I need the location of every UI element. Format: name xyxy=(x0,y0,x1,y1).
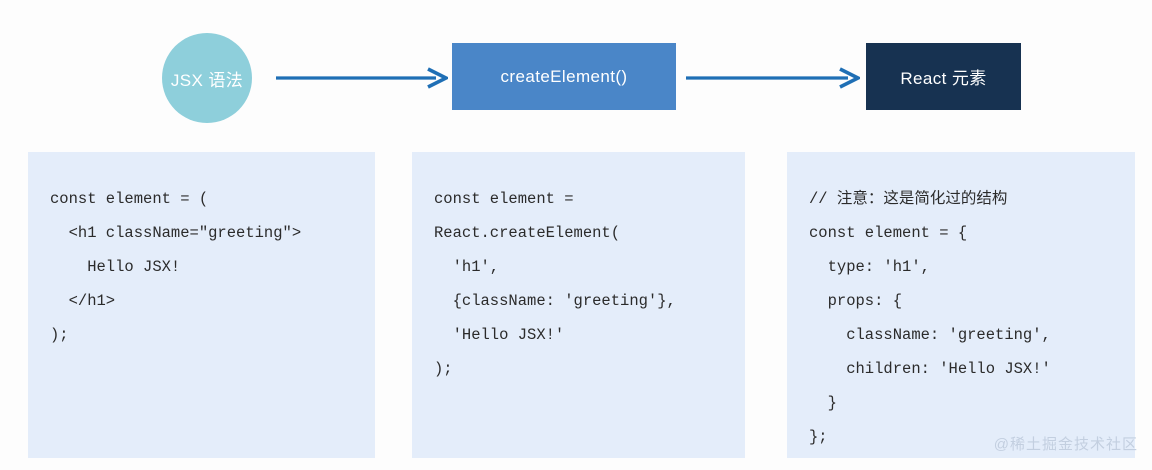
code-line: </h1> xyxy=(50,292,116,310)
flow-node-react-element: React 元素 xyxy=(866,43,1021,110)
code-line: props: { xyxy=(809,292,903,310)
code-panel-create-element: const element = React.createElement( 'h1… xyxy=(412,152,745,458)
code-line: ); xyxy=(434,360,453,378)
flow-node-jsx-syntax: JSX 语法 xyxy=(162,33,252,123)
code-line: const element = { xyxy=(809,224,968,242)
code-line: <h1 className="greeting"> xyxy=(50,224,302,242)
arrow-create-element-to-react-element xyxy=(686,65,860,91)
code-line: // 注意：这是简化过的结构 xyxy=(809,190,1008,208)
code-line: ); xyxy=(50,326,69,344)
code-line: const element = xyxy=(434,190,574,208)
code-line: children: 'Hello JSX!' xyxy=(809,360,1051,378)
code-line: {className: 'greeting'}, xyxy=(434,292,676,310)
flow-node-label: JSX 语法 xyxy=(170,70,244,90)
code-line: className: 'greeting', xyxy=(809,326,1051,344)
code-line: 'h1', xyxy=(434,258,500,276)
code-line: 'Hello JSX!' xyxy=(434,326,565,344)
code-line: const element = ( xyxy=(50,190,209,208)
code-line: React.createElement( xyxy=(434,224,621,242)
code-line: }; xyxy=(809,428,828,446)
code-panel-jsx: const element = ( <h1 className="greetin… xyxy=(28,152,375,458)
flow-node-label: createElement() xyxy=(500,66,628,86)
flow-node-label: React 元素 xyxy=(900,69,987,88)
code-line: type: 'h1', xyxy=(809,258,930,276)
code-panel-react-element: // 注意：这是简化过的结构 const element = { type: '… xyxy=(787,152,1135,458)
code-line: } xyxy=(809,394,837,412)
flow-node-create-element: createElement() xyxy=(452,43,676,110)
watermark: @稀土掘金技术社区 xyxy=(993,436,1138,453)
arrow-jsx-to-create-element xyxy=(276,65,448,91)
code-line: Hello JSX! xyxy=(50,258,181,276)
